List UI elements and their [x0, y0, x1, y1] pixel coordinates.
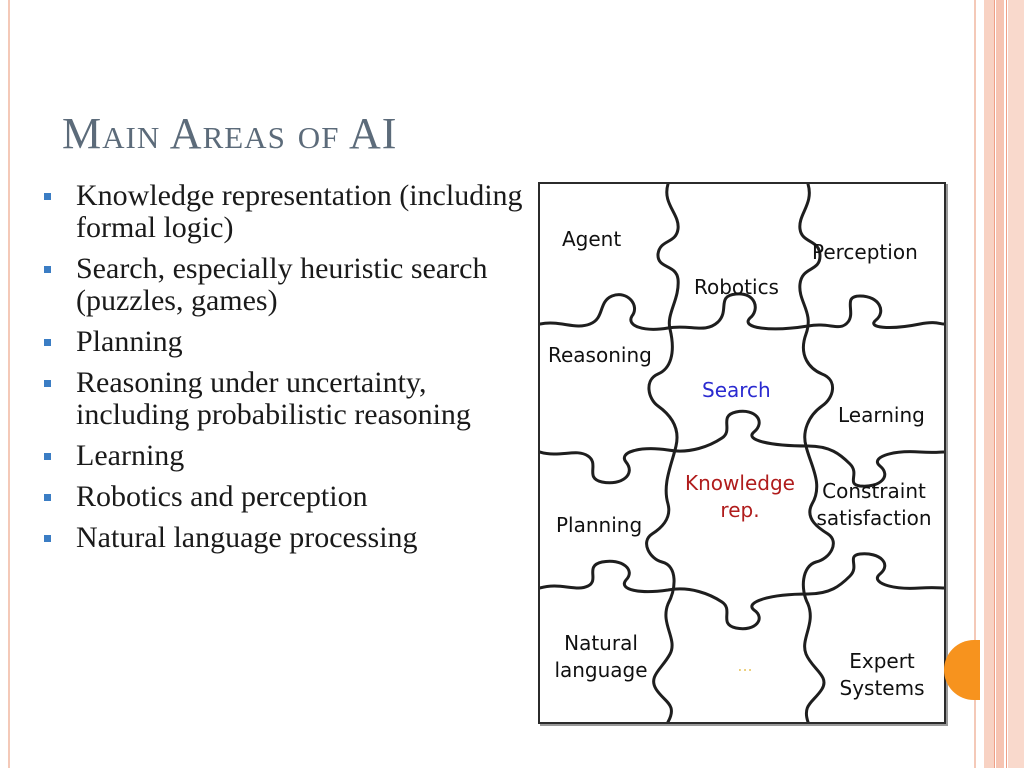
constraint-line-1: Constraint	[822, 479, 926, 503]
bullet-text: Robotics and perception	[76, 480, 368, 513]
slide-frame	[8, 0, 976, 768]
bullet-item: Search, especially heuristic search (puz…	[44, 253, 534, 317]
puzzle-piece-expert-systems: Expert Systems	[826, 648, 938, 702]
bullet-marker-icon	[44, 339, 51, 346]
puzzle-piece-robotics: Robotics	[694, 275, 779, 299]
puzzle-piece-agent: Agent	[562, 227, 622, 251]
decorative-line	[1006, 0, 1007, 768]
bullet-text: Knowledge representation (including form…	[76, 179, 523, 244]
decorative-stripe	[1008, 0, 1024, 768]
jigsaw-puzzle-image: Agent Robotics Perception Reasoning Sear…	[538, 182, 946, 724]
bullet-marker-icon	[44, 266, 51, 273]
puzzle-piece-learning: Learning	[838, 403, 925, 427]
bullet-text: Planning	[76, 325, 183, 358]
puzzle-piece-natural-language: Natural language	[546, 630, 656, 684]
bullet-item: Planning	[44, 326, 534, 358]
puzzle-piece-knowledge-rep: Knowledge rep.	[674, 470, 806, 524]
puzzle-lines	[540, 184, 944, 722]
bullet-marker-icon	[44, 494, 51, 501]
bullet-text: Reasoning under uncertainty, including p…	[76, 366, 471, 431]
decorative-stripe	[996, 0, 1004, 768]
puzzle-piece-search: Search	[702, 378, 771, 402]
decorative-line	[994, 0, 995, 768]
constraint-line-2: satisfaction	[816, 506, 932, 530]
bullet-marker-icon	[44, 193, 51, 200]
puzzle-piece-planning: Planning	[556, 513, 643, 537]
bullet-item: Learning	[44, 440, 534, 472]
bullet-marker-icon	[44, 380, 51, 387]
natural-line-1: Natural	[564, 631, 638, 655]
knowledge-line-1: Knowledge	[685, 471, 795, 495]
bullet-item: Reasoning under uncertainty, including p…	[44, 367, 534, 431]
bullet-item: Robotics and perception	[44, 481, 534, 513]
puzzle-piece-constraint-satisfaction: Constraint satisfaction	[802, 478, 946, 532]
puzzle-piece-ellipsis: ...	[737, 656, 753, 675]
bullet-item: Knowledge representation (including form…	[44, 180, 534, 244]
bullet-text: Natural language processing	[76, 521, 418, 554]
expert-line-2: Systems	[839, 676, 925, 700]
bullet-marker-icon	[44, 453, 51, 460]
puzzle-piece-reasoning: Reasoning	[548, 343, 652, 367]
bullet-text: Search, especially heuristic search (puz…	[76, 252, 488, 317]
knowledge-line-2: rep.	[720, 498, 760, 522]
puzzle-piece-perception: Perception	[812, 240, 918, 264]
bullet-list: Knowledge representation (including form…	[44, 180, 534, 563]
slide-title: Main Areas of AI	[62, 109, 398, 158]
bullet-text: Learning	[76, 439, 185, 472]
decorative-stripe	[984, 0, 994, 768]
bullet-item: Natural language processing	[44, 522, 534, 554]
expert-line-1: Expert	[849, 649, 915, 673]
bullet-marker-icon	[44, 535, 51, 542]
natural-line-2: language	[554, 658, 648, 682]
